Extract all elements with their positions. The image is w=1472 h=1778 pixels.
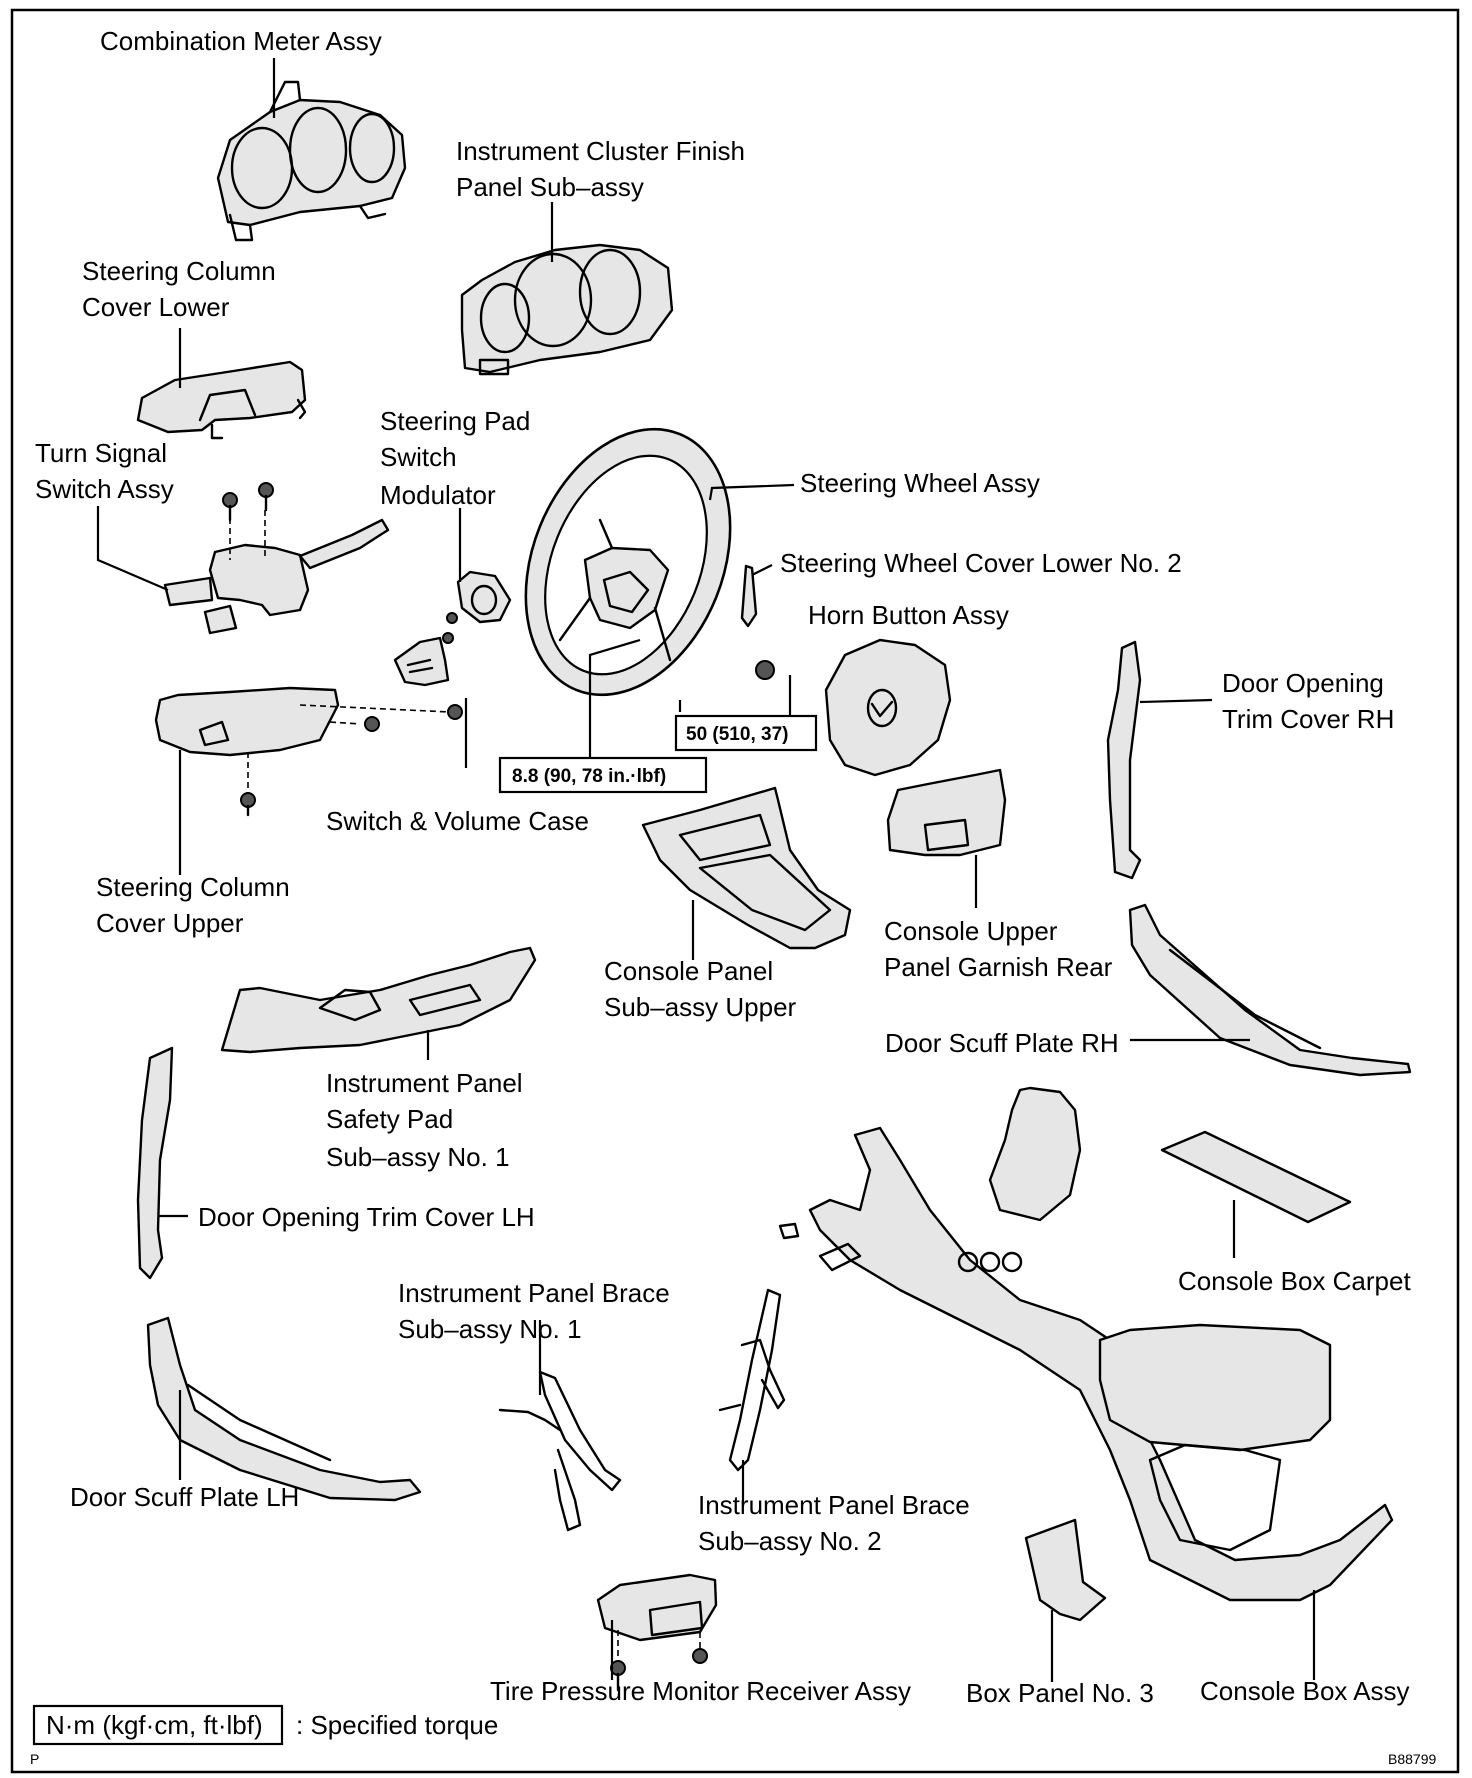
steering-wheel-drawing <box>524 427 732 697</box>
label-pad-switch-1: Steering Pad <box>380 406 530 436</box>
label-combination-meter: Combination Meter Assy <box>100 26 382 56</box>
legend-unit: N·m (kgf·cm, ft·lbf) <box>46 1710 263 1740</box>
label-console-upper-garnish-2: Panel Garnish Rear <box>884 952 1113 982</box>
console-panel-upper-drawing <box>641 786 852 950</box>
column-cover-upper-drawing <box>154 686 463 817</box>
label-brace2-2: Sub–assy No. 2 <box>698 1526 882 1556</box>
figure-id: B88799 <box>1388 1751 1436 1767</box>
label-tpms-receiver: Tire Pressure Monitor Receiver Assy <box>490 1676 911 1706</box>
label-brace1-2: Sub–assy No. 1 <box>398 1314 582 1344</box>
diagram-border <box>10 8 1460 1774</box>
cluster-finish-panel-drawing <box>460 243 674 376</box>
brace-no2-drawing <box>718 1288 786 1472</box>
horn-button-drawing <box>824 638 952 777</box>
corner-mark: P <box>30 1751 39 1767</box>
label-safety-pad-1: Instrument Panel <box>326 1068 523 1098</box>
label-console-panel-1: Console Panel <box>604 956 773 986</box>
leader-lines <box>96 58 1316 1682</box>
label-horn-button: Horn Button Assy <box>808 600 1009 630</box>
console-box-drawing <box>778 1086 1394 1602</box>
label-turn-signal-1: Turn Signal <box>35 438 167 468</box>
door-scuff-rh-drawing <box>1128 903 1412 1077</box>
instrument-safety-pad-drawing <box>220 946 537 1054</box>
label-safety-pad-3: Sub–assy No. 1 <box>326 1142 510 1172</box>
label-console-box-carpet: Console Box Carpet <box>1178 1266 1411 1296</box>
combination-meter-drawing <box>216 80 407 242</box>
label-pad-switch-3: Modulator <box>380 480 496 510</box>
torque-box-wheel-nut <box>674 714 818 752</box>
legend-text: : Specified torque <box>296 1710 498 1740</box>
console-upper-garnish-drawing <box>886 768 1007 857</box>
door-scuff-lh-drawing <box>146 1316 422 1502</box>
legend-unit-box <box>32 1704 284 1746</box>
label-door-trim-rh-1: Door Opening <box>1222 668 1384 698</box>
label-door-scuff-rh: Door Scuff Plate RH <box>885 1028 1119 1058</box>
box-panel-no3-drawing <box>1024 1518 1107 1622</box>
label-col-cover-upper-2: Cover Upper <box>96 908 244 938</box>
label-console-box: Console Box Assy <box>1200 1676 1410 1706</box>
brace-no1-drawing <box>498 1370 622 1532</box>
torque-wheel-screw: 8.8 (90, 78 in.·lbf) <box>512 766 666 787</box>
pad-switch-modulator-drawing <box>442 570 512 644</box>
door-trim-rh-drawing <box>1106 640 1142 880</box>
label-steering-wheel: Steering Wheel Assy <box>800 468 1040 498</box>
torque-box-wheel-screw <box>498 756 708 794</box>
label-door-trim-lh: Door Opening Trim Cover LH <box>198 1202 535 1232</box>
label-brace2-1: Instrument Panel Brace <box>698 1490 970 1520</box>
label-col-cover-lower-2: Cover Lower <box>82 292 230 322</box>
label-console-panel-2: Sub–assy Upper <box>604 992 797 1022</box>
label-door-scuff-lh: Door Scuff Plate LH <box>70 1482 299 1512</box>
label-box-panel-3: Box Panel No. 3 <box>966 1678 1154 1708</box>
label-col-cover-lower-1: Steering Column <box>82 256 276 286</box>
tpms-receiver-drawing <box>596 1573 718 1692</box>
label-cluster-finish-2: Panel Sub–assy <box>456 172 644 202</box>
torque-wheel-nut: 50 (510, 37) <box>686 724 788 745</box>
label-cluster-finish-1: Instrument Cluster Finish <box>456 136 745 166</box>
wheel-cover-lower-drawing <box>740 564 758 628</box>
column-cover-lower-drawing <box>136 360 307 440</box>
wheel-nut-drawing <box>755 660 775 680</box>
label-turn-signal-2: Switch Assy <box>35 474 174 504</box>
label-col-cover-upper-1: Steering Column <box>96 872 290 902</box>
label-safety-pad-2: Safety Pad <box>326 1104 453 1134</box>
label-door-trim-rh-2: Trim Cover RH <box>1222 704 1394 734</box>
label-console-upper-garnish-1: Console Upper <box>884 916 1058 946</box>
label-brace1-1: Instrument Panel Brace <box>398 1278 670 1308</box>
label-pad-switch-2: Switch <box>380 442 457 472</box>
console-box-carpet-drawing <box>1160 1130 1352 1224</box>
switch-volume-case-drawing <box>393 636 450 687</box>
label-wheel-cover-lower: Steering Wheel Cover Lower No. 2 <box>780 548 1182 578</box>
label-switch-volume-case: Switch & Volume Case <box>326 806 589 836</box>
door-trim-lh-drawing <box>136 1046 174 1280</box>
turn-signal-switch-drawing <box>163 482 390 635</box>
